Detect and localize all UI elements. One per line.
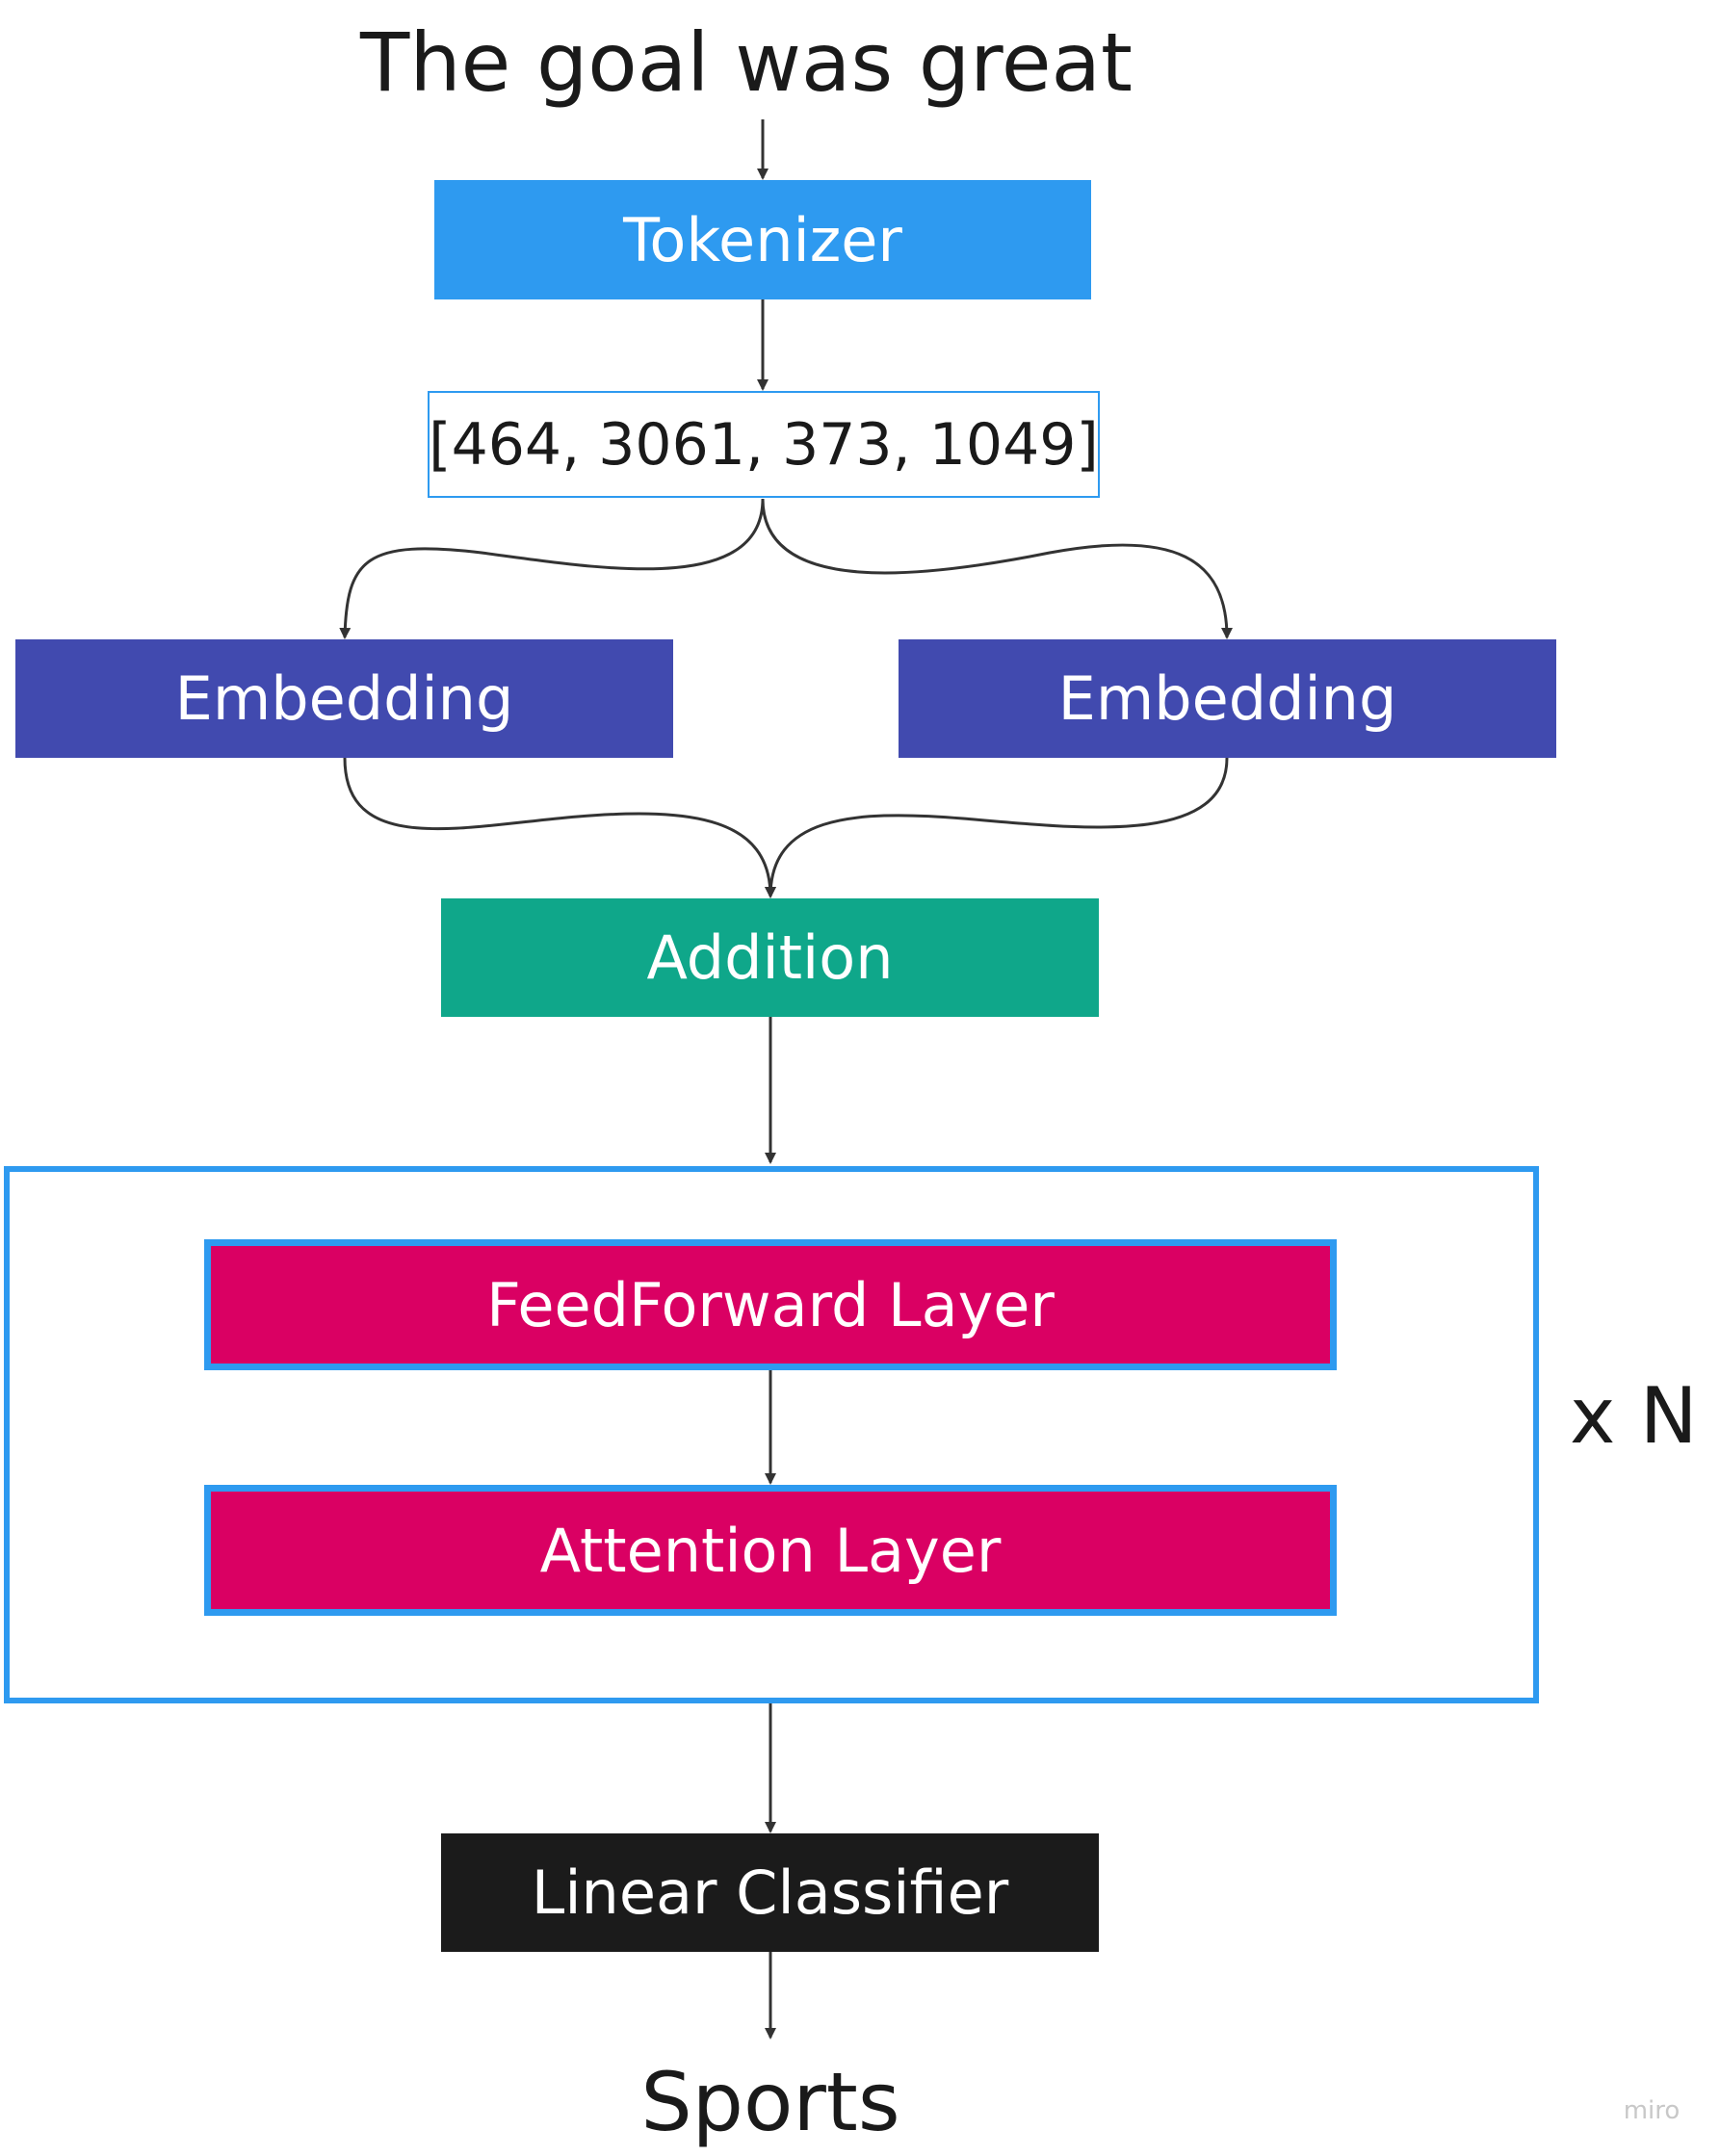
token-ids-node: [464, 3061, 373, 1049] (428, 391, 1100, 498)
edge-token-ids-embedding-right (761, 498, 1233, 639)
miro-watermark: miro (1623, 2096, 1681, 2125)
tokenizer-node: Tokenizer (434, 180, 1091, 299)
repeat-count-label: x N (1570, 1370, 1698, 1461)
edge-embedding-right-addition (765, 757, 1229, 898)
addition-node: Addition (441, 898, 1099, 1017)
output-label: Sports (640, 2055, 900, 2149)
feedforward-layer-node: FeedForward Layer (204, 1239, 1337, 1370)
attention-layer-node: Attention Layer (204, 1485, 1337, 1616)
input-sentence: The goal was great (360, 15, 1133, 110)
edge-token-ids-embedding-left (339, 498, 765, 639)
repeat-block-frame (4, 1166, 1539, 1703)
embedding-node-left: Embedding (15, 639, 673, 758)
edge-embedding-left-addition (343, 757, 776, 898)
linear-classifier-node: Linear Classifier (441, 1833, 1099, 1952)
embedding-node-right: Embedding (899, 639, 1556, 758)
